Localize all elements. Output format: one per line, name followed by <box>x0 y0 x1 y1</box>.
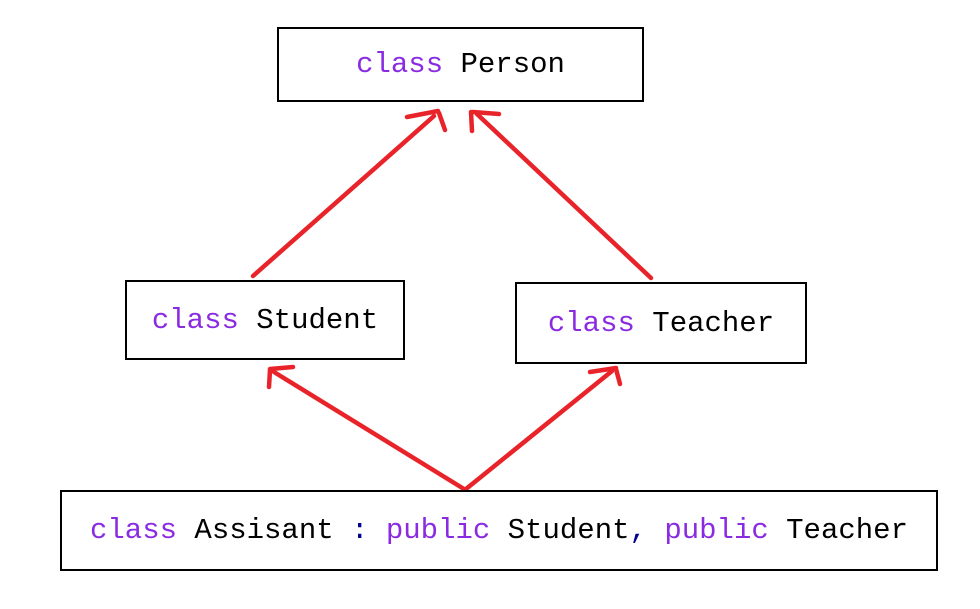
class-node-teacher: class Teacher <box>515 282 807 364</box>
keyword-public: public <box>385 514 491 547</box>
arrow-teacher-to-person <box>468 109 654 281</box>
colon-punctuation: : <box>351 514 369 547</box>
identifier-teacher: Teacher <box>634 306 775 340</box>
identifier-assisant: Assisant <box>177 514 352 547</box>
space <box>647 514 664 547</box>
keyword-public: public <box>664 514 769 547</box>
class-node-person: class Person <box>277 27 644 102</box>
class-node-student: class Student <box>125 280 405 360</box>
class-node-assisant-label: class Assisant : public Student, public … <box>90 514 908 547</box>
class-node-teacher-label: class Teacher <box>548 307 774 340</box>
arrow-assisant-to-teacher <box>463 365 623 492</box>
identifier-student: Student <box>490 514 630 547</box>
arrow-student-to-person <box>250 108 448 279</box>
identifier-student: Student <box>238 303 379 337</box>
identifier-person: Person <box>443 48 565 81</box>
class-node-assisant: class Assisant : public Student, public … <box>60 490 938 571</box>
space <box>368 514 385 547</box>
comma-punctuation: , <box>629 514 647 547</box>
class-node-person-label: class Person <box>356 48 565 81</box>
class-node-student-label: class Student <box>152 304 378 337</box>
identifier-teacher: Teacher <box>768 514 908 547</box>
keyword-class: class <box>547 306 635 340</box>
keyword-class: class <box>356 48 444 81</box>
keyword-class: class <box>151 303 239 337</box>
keyword-class: class <box>90 514 178 547</box>
arrow-assisant-to-student <box>266 364 467 492</box>
